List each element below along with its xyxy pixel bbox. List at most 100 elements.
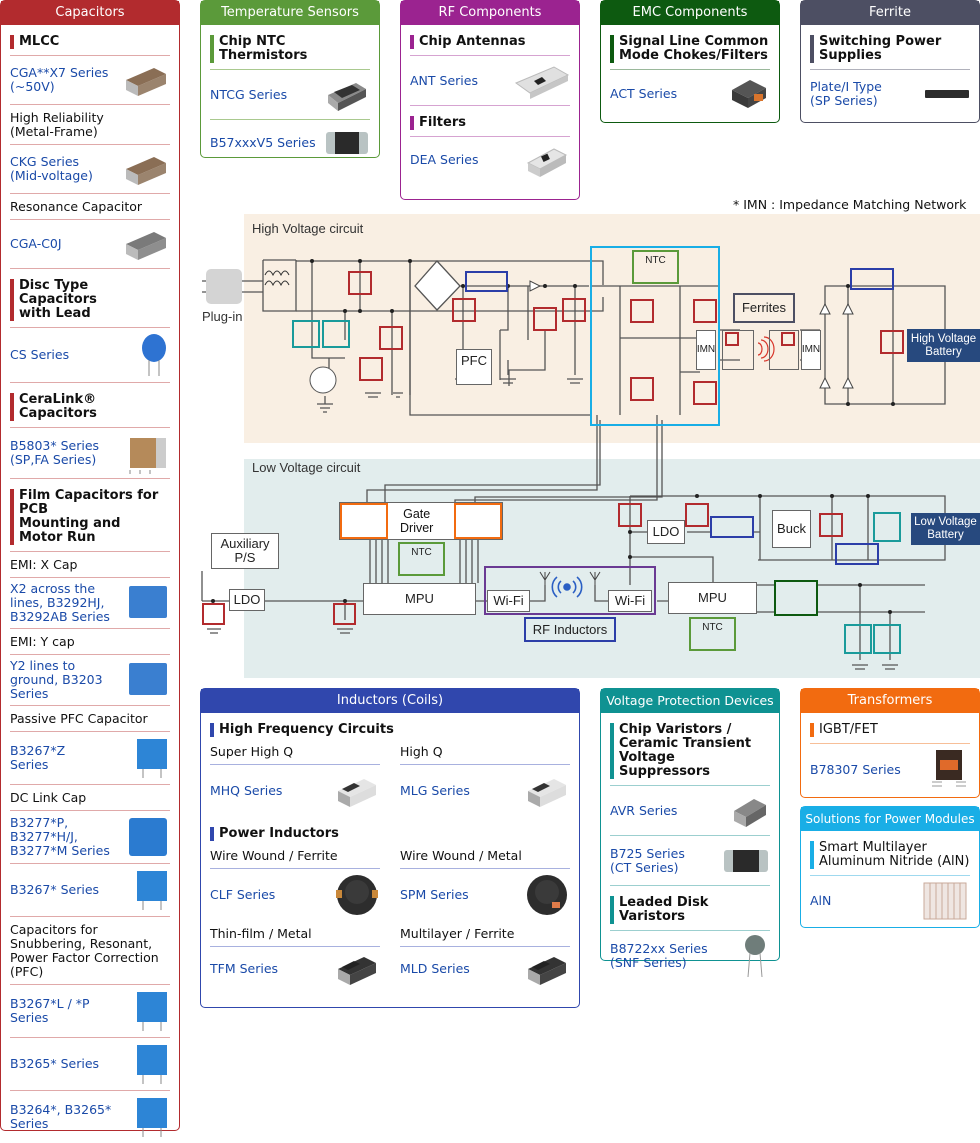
list-item[interactable]: B3265* Series bbox=[10, 1038, 170, 1091]
ntc-thermistor-marker[interactable]: NTC bbox=[398, 542, 445, 576]
list-item[interactable]: TFM Series bbox=[210, 947, 380, 991]
list-item[interactable]: SPM Series bbox=[400, 869, 570, 921]
product-link-aln[interactable]: AlN bbox=[810, 893, 832, 908]
transformer-marker[interactable] bbox=[340, 503, 388, 539]
list-item[interactable]: B3267*L / *P Series bbox=[10, 985, 170, 1038]
product-link-b8722xx[interactable]: B8722xx Series (SNF Series) bbox=[610, 941, 708, 970]
product-link[interactable]: TFM Series bbox=[210, 961, 279, 976]
list-item[interactable]: MLD Series bbox=[400, 947, 570, 991]
product-link[interactable]: MHQ Series bbox=[210, 783, 283, 798]
list-item[interactable]: Y2 lines to ground, B3203 Series bbox=[10, 655, 170, 706]
list-item[interactable]: DEA Series bbox=[410, 137, 570, 183]
capacitor-marker[interactable] bbox=[452, 298, 476, 322]
product-link-b78307[interactable]: B78307 Series bbox=[810, 762, 901, 777]
varistor-marker[interactable] bbox=[844, 624, 872, 654]
list-item[interactable]: B78307 Series bbox=[810, 744, 970, 796]
capacitor-marker[interactable] bbox=[359, 357, 383, 381]
product-link-dea[interactable]: DEA Series bbox=[410, 152, 479, 167]
product-link[interactable]: MLG Series bbox=[400, 783, 470, 798]
inductor-marker[interactable] bbox=[835, 543, 879, 565]
product-link[interactable]: CGA**X7 Series (~50V) bbox=[10, 65, 109, 94]
product-link[interactable]: B3267*L / *P Series bbox=[10, 996, 90, 1025]
product-link[interactable]: CS Series bbox=[10, 347, 70, 362]
list-item[interactable]: B57xxxV5 Series bbox=[210, 120, 370, 166]
list-item[interactable]: B3267*Z Series bbox=[10, 732, 170, 785]
list-item[interactable]: CLF Series bbox=[210, 869, 380, 921]
list-item[interactable]: B3264*, B3265* Series bbox=[10, 1091, 170, 1143]
product-link[interactable]: CGA-C0J bbox=[10, 236, 62, 251]
product-link[interactable]: B3267*Z Series bbox=[10, 743, 66, 772]
capacitor-marker[interactable] bbox=[693, 381, 717, 405]
inductor-marker[interactable] bbox=[710, 516, 754, 538]
list-item[interactable]: CKG Series (Mid-voltage) bbox=[10, 145, 170, 194]
capacitor-marker[interactable] bbox=[562, 298, 586, 322]
product-link[interactable]: B5803* Series (SP,FA Series) bbox=[10, 438, 100, 467]
product-link[interactable]: CLF Series bbox=[210, 887, 276, 902]
list-item[interactable]: B3267* Series bbox=[10, 864, 170, 917]
capacitor-section-title: Disc Type Capacitors with Lead bbox=[10, 279, 170, 321]
capacitor-marker[interactable] bbox=[781, 332, 795, 346]
product-link[interactable]: MLD Series bbox=[400, 961, 470, 976]
capacitor-marker[interactable] bbox=[202, 603, 225, 625]
emc-choke-marker[interactable] bbox=[774, 580, 818, 616]
capacitor-marker[interactable] bbox=[630, 299, 654, 323]
capacitor-marker[interactable] bbox=[685, 503, 709, 527]
list-item[interactable]: ANT Series bbox=[410, 56, 570, 106]
product-link[interactable]: B3267* Series bbox=[10, 882, 100, 897]
capacitor-marker[interactable] bbox=[348, 271, 372, 295]
list-item[interactable]: NTCG Series bbox=[210, 70, 370, 120]
list-item[interactable]: CGA-C0J bbox=[10, 220, 170, 269]
capacitor-marker[interactable] bbox=[725, 332, 739, 346]
ferrites-marker[interactable]: Ferrites bbox=[733, 293, 795, 323]
list-item[interactable]: CGA**X7 Series (~50V) bbox=[10, 56, 170, 105]
list-item[interactable]: B8722xx Series (SNF Series) bbox=[610, 931, 770, 981]
product-link-b725[interactable]: B725 Series (CT Series) bbox=[610, 845, 685, 875]
capacitor-marker[interactable] bbox=[379, 326, 403, 350]
product-link-b57xxxv5[interactable]: B57xxxV5 Series bbox=[210, 135, 316, 150]
mpu-block: MPU bbox=[668, 582, 757, 614]
ntc-thermistor-marker[interactable]: NTC bbox=[632, 250, 679, 284]
capacitor-marker[interactable] bbox=[819, 513, 843, 537]
list-item[interactable]: MHQ Series bbox=[210, 765, 380, 817]
list-item[interactable]: MLG Series bbox=[400, 765, 570, 817]
inductor-marker[interactable] bbox=[850, 268, 894, 290]
transformer-marker[interactable] bbox=[454, 503, 502, 539]
product-link[interactable]: Y2 lines to ground, B3203 Series bbox=[10, 658, 103, 701]
capacitor-marker[interactable] bbox=[333, 603, 356, 625]
list-item[interactable]: AlN bbox=[810, 876, 970, 926]
product-link[interactable]: X2 across the lines, B3292HJ, B3292AB Se… bbox=[10, 581, 110, 624]
list-item[interactable]: CS Series bbox=[10, 328, 170, 383]
list-item[interactable]: AVR Series bbox=[610, 786, 770, 836]
ntc-thermistor-marker[interactable]: NTC bbox=[689, 617, 736, 651]
power-module-marker[interactable] bbox=[590, 246, 720, 426]
list-item[interactable]: B3277*P, B3277*H/J, B3277*M Series bbox=[10, 811, 170, 864]
product-link[interactable]: SPM Series bbox=[400, 887, 469, 902]
list-item[interactable]: B725 Series (CT Series) bbox=[610, 836, 770, 886]
product-link-act[interactable]: ACT Series bbox=[610, 86, 678, 101]
capacitor-marker[interactable] bbox=[618, 503, 642, 527]
product-link-ntcg[interactable]: NTCG Series bbox=[210, 86, 288, 102]
product-link[interactable]: B3264*, B3265* Series bbox=[10, 1102, 112, 1131]
list-item[interactable]: Plate/I Type (SP Series) bbox=[810, 70, 970, 118]
varistor-marker[interactable] bbox=[292, 320, 320, 348]
product-link[interactable]: B3265* Series bbox=[10, 1056, 100, 1071]
varistor-marker[interactable] bbox=[873, 624, 901, 654]
varistor-marker[interactable] bbox=[322, 320, 350, 348]
chip-component-icon bbox=[324, 128, 370, 158]
capacitor-marker[interactable] bbox=[880, 330, 904, 354]
capacitor-marker[interactable] bbox=[533, 307, 557, 331]
list-item[interactable]: B5803* Series (SP,FA Series) bbox=[10, 428, 170, 479]
product-link-plate-i-type[interactable]: Plate/I Type (SP Series) bbox=[810, 79, 882, 108]
list-item[interactable]: X2 across the lines, B3292HJ, B3292AB Se… bbox=[10, 578, 170, 629]
capacitor-marker[interactable] bbox=[630, 377, 654, 401]
rf-components-marker[interactable] bbox=[484, 566, 656, 615]
inductor-marker[interactable] bbox=[465, 271, 508, 292]
product-link[interactable]: B3277*P, B3277*H/J, B3277*M Series bbox=[10, 815, 110, 858]
capacitor-marker[interactable] bbox=[693, 299, 717, 323]
varistor-marker[interactable] bbox=[873, 512, 901, 542]
product-link-avr[interactable]: AVR Series bbox=[610, 802, 678, 818]
rf-inductors-marker[interactable]: RF Inductors bbox=[524, 617, 616, 642]
product-link-ant[interactable]: ANT Series bbox=[410, 72, 478, 88]
product-link[interactable]: CKG Series (Mid-voltage) bbox=[10, 154, 93, 183]
list-item[interactable]: ACT Series bbox=[610, 70, 770, 118]
